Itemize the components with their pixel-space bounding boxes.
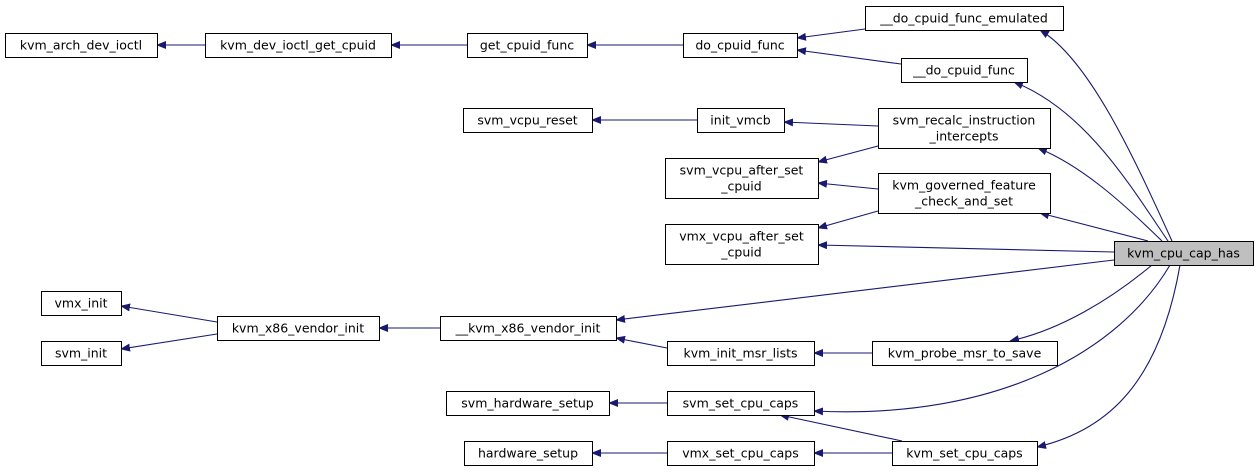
node-__do_cpuid_func[interactable]: __do_cpuid_func bbox=[901, 58, 1028, 83]
node-label: kvm_probe_msr_to_save bbox=[888, 346, 1042, 361]
node-label: kvm_init_msr_lists bbox=[683, 346, 797, 361]
node-label: vmx_init bbox=[55, 296, 108, 311]
node-__do_cpuid_func_emulated[interactable]: __do_cpuid_func_emulated bbox=[865, 6, 1064, 31]
edge-kvm_cpu_cap_has-to-__do_cpuid_func bbox=[1013, 81, 1169, 242]
node-vmx_init[interactable]: vmx_init bbox=[41, 291, 122, 316]
node-label: svm_recalc_instruction bbox=[893, 113, 1036, 128]
node-hardware_setup[interactable]: hardware_setup bbox=[464, 441, 593, 466]
node-box[interactable] bbox=[892, 441, 1038, 466]
edge-kvm_cpu_cap_has-to-svm_recalc_instruction_intercepts bbox=[1037, 147, 1163, 242]
node-label: kvm_set_cpu_caps bbox=[906, 446, 1022, 461]
node-label: hardware_setup bbox=[478, 446, 578, 461]
node-kvm_init_msr_lists[interactable]: kvm_init_msr_lists bbox=[667, 341, 815, 366]
node-label: kvm_cpu_cap_has bbox=[1127, 246, 1240, 261]
edge-svm_recalc_instruction_intercepts-to-svm_vcpu_after_set_cpuid bbox=[817, 145, 879, 164]
node-label: _cpuid bbox=[720, 245, 761, 260]
edges-layer bbox=[120, 28, 1181, 457]
node-label: kvm_arch_dev_ioctl bbox=[20, 38, 142, 53]
node-label: __do_cpuid_func bbox=[912, 63, 1015, 78]
node-box[interactable] bbox=[667, 441, 815, 466]
node-box[interactable] bbox=[41, 341, 122, 366]
node-label: __do_cpuid_func_emulated bbox=[879, 11, 1048, 26]
node-label: __kvm_x86_vendor_init bbox=[455, 321, 601, 336]
edge-kvm_cpu_cap_has-to-svm_set_cpu_caps bbox=[813, 264, 1171, 416]
node-label: kvm_x86_vendor_init bbox=[232, 321, 364, 336]
edge-kvm_cpu_cap_has-to-__do_cpuid_func_emulated bbox=[1039, 29, 1173, 242]
node-box[interactable] bbox=[41, 291, 122, 316]
node-box[interactable] bbox=[1114, 241, 1254, 266]
node-box[interactable] bbox=[665, 158, 819, 199]
node-label: svm_vcpu_reset bbox=[477, 113, 577, 128]
node-kvm_governed_feature_check_and_set[interactable]: kvm_governed_feature_check_and_set bbox=[878, 173, 1051, 214]
node-box[interactable] bbox=[665, 224, 819, 265]
node-label: _cpuid bbox=[720, 179, 761, 194]
node-svm_init[interactable]: svm_init bbox=[41, 341, 122, 366]
node-box[interactable] bbox=[440, 316, 617, 341]
edge-kvm_x86_vendor_init-to-svm_init bbox=[120, 333, 218, 352]
edge-kvm_governed_feature_check_and_set-to-svm_vcpu_after_set_cpuid bbox=[817, 179, 879, 190]
node-box[interactable] bbox=[901, 58, 1028, 83]
node-box[interactable] bbox=[872, 341, 1058, 366]
node-box[interactable] bbox=[5, 33, 158, 58]
edge-kvm_cpu_cap_has-to-__kvm_x86_vendor_init bbox=[615, 259, 1115, 323]
node-vmx_vcpu_after_set_cpuid[interactable]: vmx_vcpu_after_set_cpuid bbox=[665, 224, 819, 265]
node-box[interactable] bbox=[467, 33, 588, 58]
node-box[interactable] bbox=[667, 391, 815, 416]
node-box[interactable] bbox=[683, 33, 798, 58]
edge-svm_recalc_instruction_intercepts-to-init_vmcb bbox=[783, 118, 879, 127]
node-vmx_set_cpu_caps[interactable]: vmx_set_cpu_caps bbox=[667, 441, 815, 466]
node-label: kvm_governed_feature bbox=[892, 178, 1036, 193]
node-label: svm_set_cpu_caps bbox=[683, 396, 799, 411]
node-box[interactable] bbox=[697, 108, 785, 133]
node-box[interactable] bbox=[878, 108, 1051, 149]
node-label: kvm_dev_ioctl_get_cpuid bbox=[220, 38, 376, 53]
node-label: svm_init bbox=[55, 346, 107, 361]
node-get_cpuid_func[interactable]: get_cpuid_func bbox=[467, 33, 588, 58]
node-label: get_cpuid_func bbox=[480, 38, 574, 53]
edge-kvm_governed_feature_check_and_set-to-vmx_vcpu_after_set_cpuid bbox=[817, 210, 879, 230]
node-kvm_arch_dev_ioctl[interactable]: kvm_arch_dev_ioctl bbox=[5, 33, 158, 58]
node-label: svm_vcpu_after_set bbox=[680, 163, 804, 178]
node-svm_hardware_setup[interactable]: svm_hardware_setup bbox=[446, 391, 610, 416]
node-kvm_dev_ioctl_get_cpuid[interactable]: kvm_dev_ioctl_get_cpuid bbox=[205, 33, 392, 58]
node-label: init_vmcb bbox=[710, 113, 770, 128]
node-kvm_x86_vendor_init[interactable]: kvm_x86_vendor_init bbox=[217, 316, 380, 341]
node-box[interactable] bbox=[865, 6, 1064, 31]
node-svm_set_cpu_caps[interactable]: svm_set_cpu_caps bbox=[667, 391, 815, 416]
node-box[interactable] bbox=[217, 316, 380, 341]
edge-kvm_set_cpu_caps-to-svm_set_cpu_caps bbox=[779, 412, 903, 442]
node-kvm_set_cpu_caps[interactable]: kvm_set_cpu_caps bbox=[892, 441, 1038, 466]
node-box[interactable] bbox=[667, 341, 815, 366]
node-box[interactable] bbox=[878, 173, 1051, 214]
edge-kvm_cpu_cap_has-to-kvm_governed_feature_check_and_set bbox=[1039, 211, 1149, 242]
node-label: vmx_set_cpu_caps bbox=[682, 446, 799, 461]
node-label: svm_hardware_setup bbox=[461, 396, 593, 411]
node-label: _intercepts bbox=[928, 129, 998, 144]
node-label: do_cpuid_func bbox=[695, 38, 784, 53]
edge-kvm_x86_vendor_init-to-vmx_init bbox=[120, 303, 218, 323]
node-kvm_cpu_cap_has[interactable]: kvm_cpu_cap_has bbox=[1114, 241, 1254, 266]
node-__kvm_x86_vendor_init[interactable]: __kvm_x86_vendor_init bbox=[440, 316, 617, 341]
node-svm_vcpu_after_set_cpuid[interactable]: svm_vcpu_after_set_cpuid bbox=[665, 158, 819, 199]
edge-kvm_cpu_cap_has-to-kvm_set_cpu_caps bbox=[1036, 264, 1181, 449]
edge-__do_cpuid_func_emulated-to-do_cpuid_func bbox=[796, 28, 866, 41]
node-box[interactable] bbox=[446, 391, 610, 416]
node-box[interactable] bbox=[205, 33, 392, 58]
node-svm_recalc_instruction_intercepts[interactable]: svm_recalc_instruction_intercepts bbox=[878, 108, 1051, 149]
edge-kvm_cpu_cap_has-to-kvm_probe_msr_to_save bbox=[1009, 264, 1153, 343]
node-do_cpuid_func[interactable]: do_cpuid_func bbox=[683, 33, 798, 58]
edge-__do_cpuid_func-to-do_cpuid_func bbox=[796, 47, 902, 65]
node-box[interactable] bbox=[464, 441, 593, 466]
node-init_vmcb[interactable]: init_vmcb bbox=[697, 108, 785, 133]
edge-kvm_init_msr_lists-to-__kvm_x86_vendor_init bbox=[615, 335, 668, 349]
node-svm_vcpu_reset[interactable]: svm_vcpu_reset bbox=[463, 108, 593, 133]
node-label: vmx_vcpu_after_set bbox=[679, 229, 804, 244]
node-kvm_probe_msr_to_save[interactable]: kvm_probe_msr_to_save bbox=[872, 341, 1058, 366]
edge-kvm_cpu_cap_has-to-vmx_vcpu_after_set_cpuid bbox=[817, 241, 1115, 253]
nodes-layer: kvm_arch_dev_ioctl kvm_dev_ioctl_get_cpui… bbox=[5, 6, 1254, 466]
node-label: _check_and_set bbox=[914, 194, 1013, 209]
node-box[interactable] bbox=[463, 108, 593, 133]
